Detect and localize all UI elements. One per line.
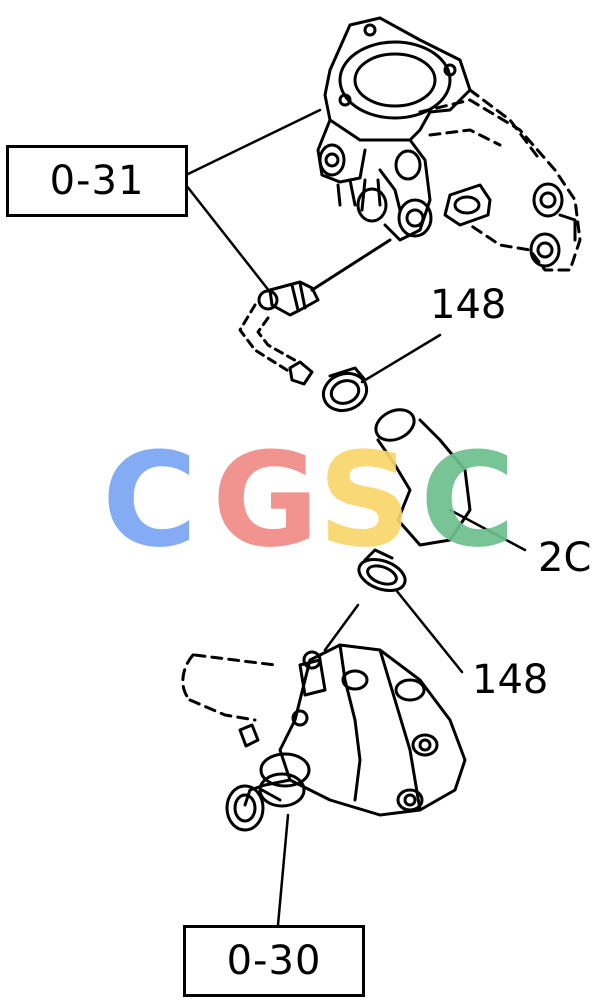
leader-lines (184, 108, 527, 927)
callout-hose: 2C (538, 535, 592, 581)
coolant-hose (374, 408, 472, 547)
hose-clamp-bottom (357, 548, 407, 593)
bracket-solid (529, 182, 577, 268)
watermark-letter-1: C (102, 424, 197, 576)
thermostat-housing (316, 16, 492, 242)
water-pump (225, 643, 467, 832)
watermark-letter-4: C (420, 424, 515, 576)
callout-box-bottom: 0-30 (183, 925, 365, 997)
callout-box-top: 0-31 (6, 145, 188, 217)
pump-inlet-bolt (238, 723, 260, 748)
watermark-letter-2: G (212, 424, 319, 576)
pump-inlet-dashed (181, 653, 277, 722)
bypass-nut (288, 360, 314, 386)
bypass-pipe-dashed (238, 303, 300, 374)
hose-clamp-top (321, 366, 369, 413)
watermark: C G S C (102, 424, 515, 576)
watermark-letter-3: S (318, 424, 412, 576)
bracket-dashed (418, 88, 582, 272)
bypass-fitting (257, 238, 392, 317)
callout-clamp-bottom: 148 (472, 657, 549, 703)
callout-clamp-top: 148 (430, 282, 507, 328)
